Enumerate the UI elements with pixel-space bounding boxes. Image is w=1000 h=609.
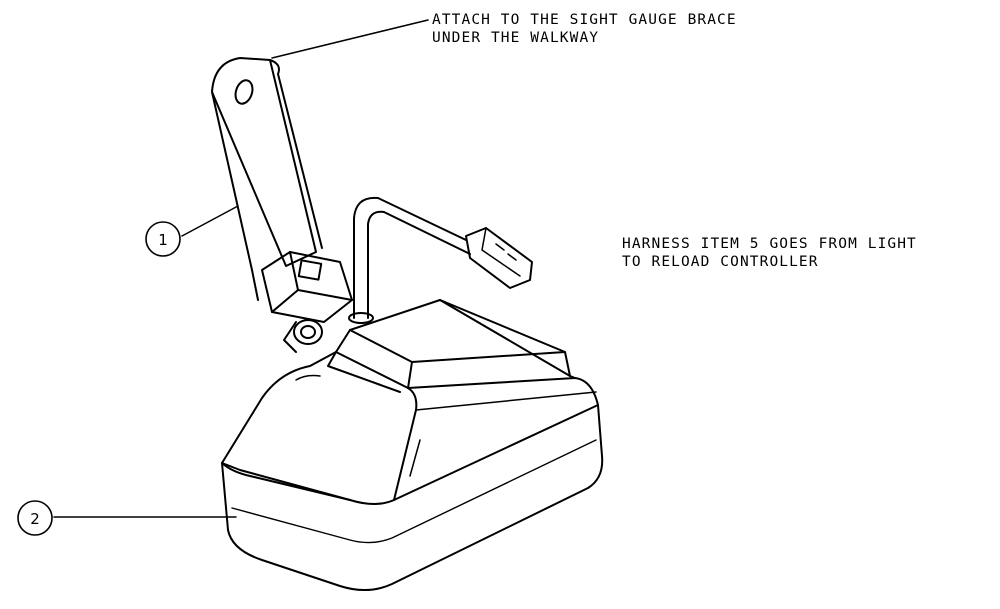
bracket-swivel-block	[261, 251, 353, 323]
balloon-item2-label: 2	[30, 510, 40, 528]
attach-note-line1: ATTACH TO THE SIGHT GAUGE BRACE	[432, 12, 737, 28]
cable-inner	[367, 210, 471, 319]
housing-top-inner-edge	[411, 351, 571, 377]
housing-front-ridge	[327, 351, 401, 393]
harness-connector	[465, 227, 533, 289]
housing-top-back-edge	[439, 299, 566, 353]
balloon-item2-circle	[17, 500, 53, 536]
swivel-window	[297, 259, 323, 281]
bracket-mount-hole	[234, 79, 254, 105]
swivel-block-face	[271, 251, 353, 313]
connector-detail	[481, 227, 521, 277]
balloon-item1-circle	[145, 221, 181, 257]
light-housing	[221, 299, 604, 591]
housing-base-slab	[221, 404, 604, 591]
bracket-arm	[211, 57, 317, 267]
housing-right-face	[409, 391, 597, 477]
housing-base-top-edge	[221, 462, 351, 501]
cable-grommet	[348, 312, 374, 324]
housing-seam	[231, 439, 597, 544]
harness-note-line1: HARNESS ITEM 5 GOES FROM LIGHT	[622, 236, 917, 252]
harness-note-line2: TO RELOAD CONTROLLER	[622, 254, 819, 270]
cable-outer	[353, 196, 467, 319]
leader-attach	[271, 19, 429, 59]
harness-cable	[348, 196, 533, 324]
bracket-bolt-shaft	[283, 321, 297, 353]
attach-note-line2: UNDER THE WALKWAY	[432, 30, 600, 46]
housing-shoulder	[295, 374, 321, 381]
bracket-arm-thickness	[269, 59, 323, 249]
housing-left-wall	[221, 351, 418, 501]
bracket-bolt	[293, 319, 323, 345]
mounting-bracket	[211, 57, 353, 353]
bracket-bolt-inner	[300, 325, 316, 339]
housing-top-front-edge	[349, 329, 413, 389]
housing-top-plateau	[335, 299, 576, 379]
balloon-item1-label: 1	[158, 231, 168, 249]
bracket-arm-left-edge	[211, 91, 259, 301]
leader-item1	[181, 205, 239, 237]
